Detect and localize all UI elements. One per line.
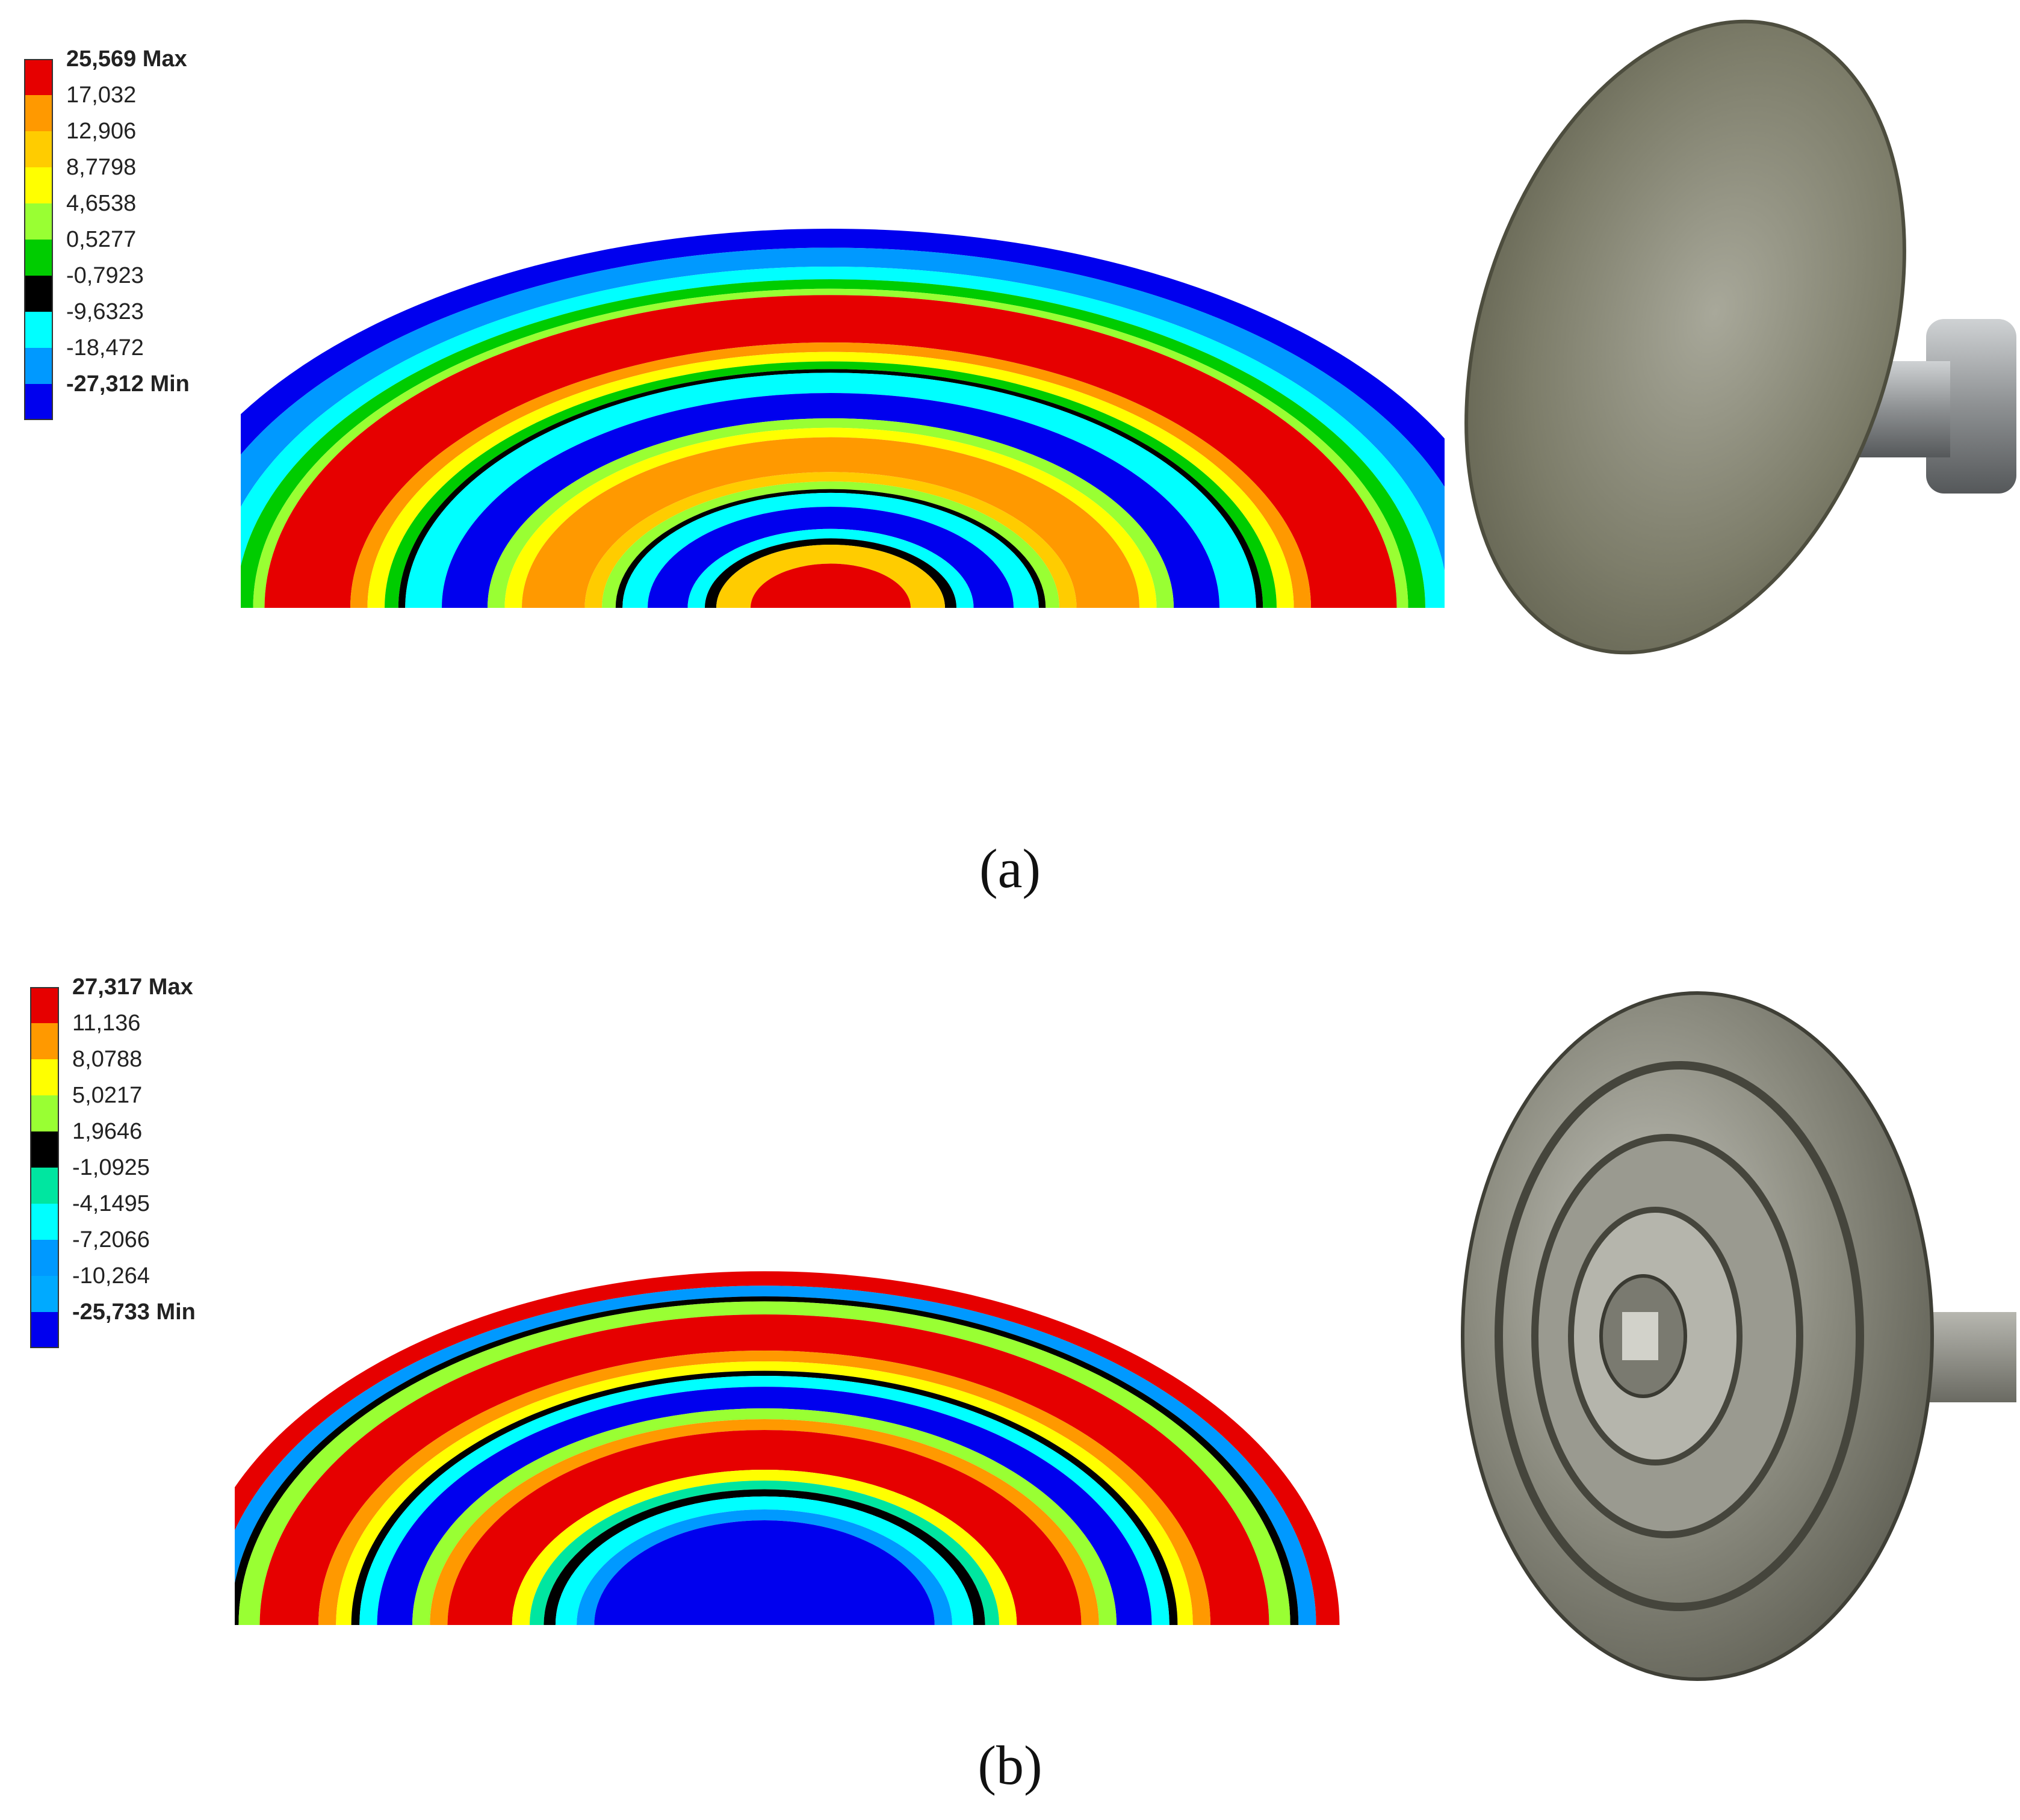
legend-panel-a: 25,569 Max 17,032 12,906 8,7798 4,6538 0,5277… bbox=[24, 48, 241, 426]
legend-label: -1,0925 bbox=[72, 1155, 150, 1180]
legend-label: 1,9646 bbox=[72, 1119, 143, 1144]
legend-swatch bbox=[24, 95, 53, 131]
contour-model-a bbox=[241, 229, 1445, 608]
legend-label: -0,7923 bbox=[66, 263, 144, 288]
legend-swatch bbox=[30, 1240, 59, 1276]
legend-swatch bbox=[24, 348, 53, 384]
caption-panel-a: (a) bbox=[979, 838, 1041, 899]
legend-swatch bbox=[24, 312, 53, 348]
legend-swatch bbox=[24, 131, 53, 167]
legend-label: -9,6323 bbox=[66, 299, 144, 324]
legend-swatch bbox=[24, 276, 53, 312]
legend-swatch bbox=[30, 1204, 59, 1240]
contour-model-b bbox=[235, 1271, 1340, 1625]
legend-swatch bbox=[30, 1312, 59, 1348]
legend-label: 27,317 Max bbox=[72, 974, 193, 1000]
legend-label: 8,0788 bbox=[72, 1047, 143, 1072]
caption-panel-b: (b) bbox=[977, 1735, 1043, 1796]
legend-label: 0,5277 bbox=[66, 227, 137, 252]
legend-swatch bbox=[24, 59, 53, 95]
legend-label: -27,312 Min bbox=[66, 371, 190, 397]
legend-swatch bbox=[24, 384, 53, 420]
legend-swatch bbox=[24, 167, 53, 203]
legend-swatch bbox=[30, 1059, 59, 1095]
legend-label: 25,569 Max bbox=[66, 46, 187, 72]
legend-swatch bbox=[30, 1095, 59, 1131]
legend-swatch bbox=[30, 987, 59, 1023]
legend-label: -4,1495 bbox=[72, 1191, 150, 1216]
legend-label: 8,7798 bbox=[66, 155, 137, 180]
photo-stepped-disc bbox=[1461, 991, 2016, 1681]
legend-swatch bbox=[24, 203, 53, 240]
legend-swatch bbox=[24, 240, 53, 276]
legend-label: 5,0217 bbox=[72, 1083, 143, 1108]
legend-swatch bbox=[30, 1168, 59, 1204]
legend-swatch bbox=[30, 1023, 59, 1059]
legend-label: -7,2066 bbox=[72, 1227, 150, 1252]
legend-label: 4,6538 bbox=[66, 191, 137, 216]
legend-label: -10,264 bbox=[72, 1263, 150, 1289]
legend-swatch bbox=[30, 1276, 59, 1312]
legend-label: 11,136 bbox=[72, 1011, 141, 1036]
photo-flat-disc bbox=[1464, 19, 2016, 655]
legend-swatch bbox=[30, 1131, 59, 1168]
legend-label: -25,733 Min bbox=[72, 1299, 196, 1325]
legend-label: -18,472 bbox=[66, 335, 144, 361]
legend-label: 17,032 bbox=[66, 82, 137, 108]
legend-label: 12,906 bbox=[66, 119, 137, 144]
legend-panel-b: 27,317 Max 11,136 8,0788 5,0217 1,9646 -1,092… bbox=[30, 976, 247, 1354]
